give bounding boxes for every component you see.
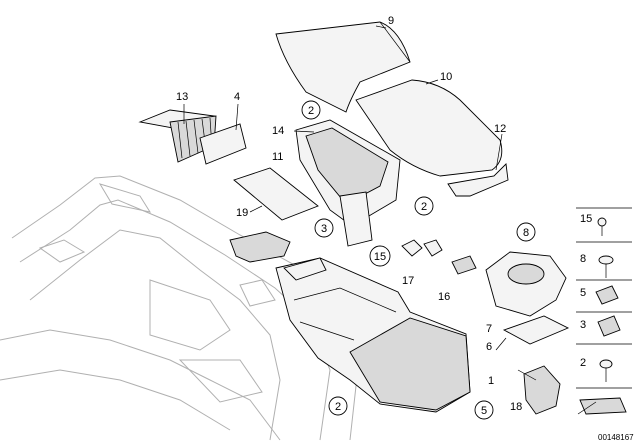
callout-14: 14 (272, 125, 284, 137)
callout-label: 5 (481, 405, 487, 417)
callout-2-circled-c: 2 (328, 396, 348, 416)
callout-15-circled: 15 (369, 245, 391, 267)
part-trim-strip (447, 163, 509, 197)
callout-label: 18 (510, 401, 522, 413)
part-armrest-cover (275, 21, 411, 113)
legend-label: 15 (580, 213, 592, 225)
callout-label: 17 (402, 275, 414, 287)
callout-17: 17 (402, 275, 414, 287)
screw-icon (597, 217, 607, 236)
callout-label: 1 (488, 375, 494, 387)
callout-9: 9 (388, 15, 394, 27)
callout-2-circled-a: 2 (301, 100, 321, 120)
callout-7: 7 (486, 323, 492, 335)
callout-label: 4 (234, 91, 240, 103)
legend-label: 5 (580, 287, 586, 299)
clip-icon (597, 315, 621, 337)
callout-13: 13 (176, 91, 188, 103)
callout-2-circled-b: 2 (414, 196, 434, 216)
callout-18: 18 (510, 401, 522, 413)
callout-label: 3 (321, 223, 327, 235)
callout-12: 12 (494, 123, 506, 135)
arrow-icon (577, 397, 627, 415)
part-storage-box (295, 119, 401, 247)
screw-icon (599, 359, 613, 382)
callout-label: 12 (494, 123, 506, 135)
bolt-icon (598, 255, 614, 278)
callout-10: 10 (440, 71, 452, 83)
callout-label: 2 (335, 401, 341, 413)
leader-lines (183, 25, 537, 381)
callout-label: 13 (176, 91, 188, 103)
fastener-legend: 15 8 5 3 2 (576, 207, 632, 389)
part-latch (229, 231, 291, 263)
part-lid (233, 167, 319, 221)
legend-label: 8 (580, 253, 586, 265)
callout-3-circled: 3 (314, 218, 334, 238)
legend-label: 2 (580, 357, 586, 369)
callout-label: 8 (523, 227, 529, 239)
part-console-body (275, 257, 471, 413)
callout-16: 16 (438, 291, 450, 303)
part-mat (199, 123, 247, 165)
part-cup-holder (485, 251, 567, 317)
callout-label: 14 (272, 125, 284, 137)
legend-icons (577, 217, 627, 415)
part-armrest-pad (355, 79, 503, 177)
callout-layer: 9 10 13 4 2 14 12 11 2 19 3 15 17 16 8 7 (176, 15, 536, 420)
part-tray (502, 315, 570, 345)
callout-label: 2 (421, 201, 427, 213)
callout-label: 7 (486, 323, 492, 335)
callout-19: 19 (236, 207, 248, 219)
callout-1: 1 (488, 375, 494, 387)
callout-8-circled: 8 (516, 222, 536, 242)
part-switches (401, 239, 477, 275)
diagram-reference-number: 00148167 (598, 433, 634, 442)
legend-label: 3 (580, 319, 586, 331)
callout-6: 6 (486, 341, 492, 353)
callout-label: 10 (440, 71, 452, 83)
part-bracket (523, 365, 561, 415)
callout-4: 4 (234, 91, 240, 103)
part-storage-divider (138, 109, 217, 163)
callout-label: 9 (388, 15, 394, 27)
callout-label: 15 (374, 251, 386, 263)
clip-icon (595, 285, 619, 305)
callout-label: 6 (486, 341, 492, 353)
callout-label: 19 (236, 207, 248, 219)
callout-11: 11 (272, 151, 283, 163)
callout-label: 11 (272, 151, 283, 163)
callout-label: 16 (438, 291, 450, 303)
callout-5-circled: 5 (474, 400, 494, 420)
callout-label: 2 (308, 105, 314, 117)
